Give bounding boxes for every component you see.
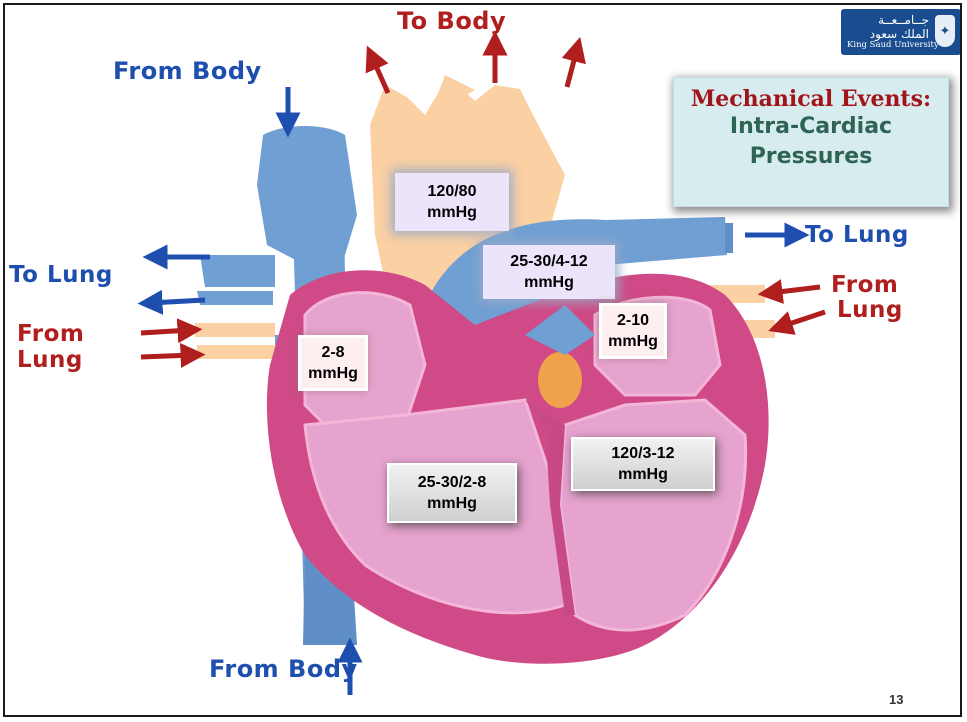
- from-lung-left-line1: From: [17, 321, 84, 347]
- pressure-aorta-unit: mmHg: [427, 202, 477, 223]
- shield-icon: ✦: [935, 15, 955, 47]
- from-body-top-label: From Body: [113, 57, 262, 85]
- pressure-left-atrium-unit: mmHg: [608, 331, 658, 352]
- pressure-left-ventricle-value: 120/3-12: [611, 443, 674, 464]
- from-lung-left-arrows: [141, 330, 193, 357]
- logo-arabic-line1: جــامــعــة: [849, 13, 929, 27]
- pressure-left-ventricle-unit: mmHg: [611, 464, 674, 485]
- pressure-right-atrium-value: 2-8: [308, 342, 358, 363]
- from-lung-left-line2: Lung: [17, 347, 84, 373]
- logo-arabic-text: جــامــعــة الملك سعود: [849, 13, 929, 41]
- from-body-bottom-label: From Body: [209, 655, 358, 683]
- pressure-pulmonary-artery-unit: mmHg: [510, 272, 587, 293]
- title-intra-cardiac: Intra-Cardiac: [674, 112, 948, 142]
- university-logo: جــامــعــة الملك سعود King Saud Univers…: [841, 9, 961, 55]
- title-pressures: Pressures: [674, 142, 948, 172]
- title-mechanical-events: Mechanical Events:: [674, 86, 948, 112]
- left-ventricle: [560, 400, 746, 630]
- left-pulmonary-vessels: [195, 255, 277, 359]
- from-lung-right-arrows: [770, 287, 825, 327]
- slide-title-box: Mechanical Events: Intra-Cardiac Pressur…: [673, 77, 949, 207]
- page-number: 13: [889, 692, 903, 707]
- logo-english-text: King Saud University: [847, 40, 939, 50]
- pressure-right-ventricle-value: 25-30/2-8: [418, 472, 487, 493]
- from-lung-right-label: From Lung: [827, 273, 903, 323]
- slide: To Body From Body From Body To Lung From…: [3, 3, 962, 717]
- logo-arabic-line2: الملك سعود: [849, 27, 929, 41]
- pressure-right-atrium-unit: mmHg: [308, 363, 358, 384]
- pressure-right-ventricle-unit: mmHg: [418, 493, 487, 514]
- pressure-pulmonary-artery-value: 25-30/4-12: [510, 251, 587, 272]
- from-lung-right-line1: From: [827, 273, 903, 298]
- to-lung-right-label: To Lung: [805, 222, 909, 248]
- from-lung-left-label: From Lung: [17, 321, 84, 373]
- to-body-label: To Body: [397, 7, 506, 35]
- to-body-arrows: [372, 43, 577, 93]
- pressure-aorta-value: 120/80: [427, 181, 477, 202]
- from-lung-right-line2: Lung: [827, 298, 903, 323]
- to-lung-left-label: To Lung: [9, 262, 113, 288]
- aortic-valve: [538, 352, 582, 408]
- pressure-left-atrium-value: 2-10: [608, 310, 658, 331]
